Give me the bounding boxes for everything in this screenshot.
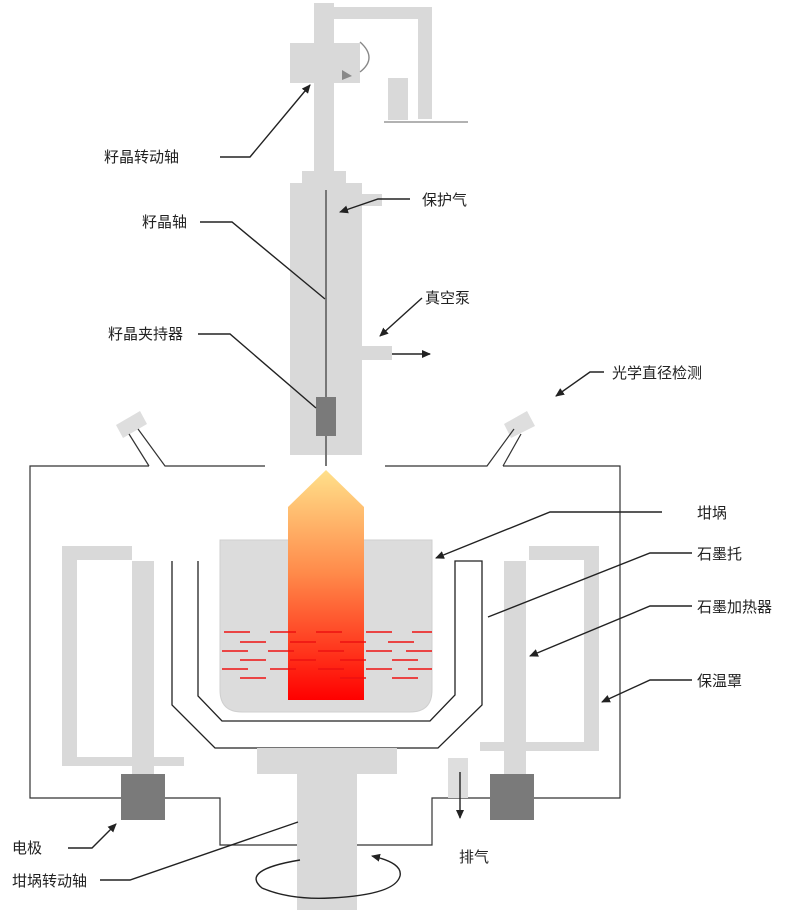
rotation-arrow-icon <box>359 41 370 73</box>
melt-lines <box>222 631 432 679</box>
crucible-rotation-arrow-icon <box>255 853 401 899</box>
electrode-right <box>490 774 534 820</box>
electrode-left <box>121 774 165 820</box>
label-seed-rotation-shaft: 籽晶转动轴 <box>104 148 179 166</box>
seed-holder <box>316 397 336 436</box>
label-exhaust: 排气 <box>459 848 489 866</box>
graphite-heaters <box>132 561 526 775</box>
top-drive-assembly <box>290 3 468 183</box>
label-electrode: 电极 <box>12 839 42 857</box>
graphite-support <box>171 560 483 749</box>
label-seed-holder: 籽晶夹持器 <box>108 325 183 343</box>
exhaust-port <box>448 758 468 798</box>
label-graphite-support: 石墨托 <box>697 545 742 563</box>
crucible-rotation-shaft <box>297 774 357 910</box>
main-chamber-outline <box>29 428 621 846</box>
leader-lines <box>68 84 692 881</box>
label-vacuum-pump: 真空泵 <box>425 289 470 307</box>
label-crucible: 坩埚 <box>697 504 727 522</box>
vacuum-pump-port <box>362 346 392 360</box>
protective-gas-inlet <box>362 194 382 206</box>
label-protective-gas: 保护气 <box>422 191 467 209</box>
crystal-ingot <box>288 470 364 700</box>
label-graphite-heater: 石墨加热器 <box>697 598 772 616</box>
upper-chamber <box>290 171 392 466</box>
insulation-shields <box>62 546 599 766</box>
label-seed-shaft: 籽晶轴 <box>142 213 187 231</box>
crucible-pedestal <box>257 748 397 774</box>
label-crucible-rotation-shaft: 坩埚转动轴 <box>12 872 87 890</box>
label-optical-diameter-detection: 光学直径检测 <box>612 364 702 382</box>
label-insulation-shield: 保温罩 <box>697 672 742 690</box>
